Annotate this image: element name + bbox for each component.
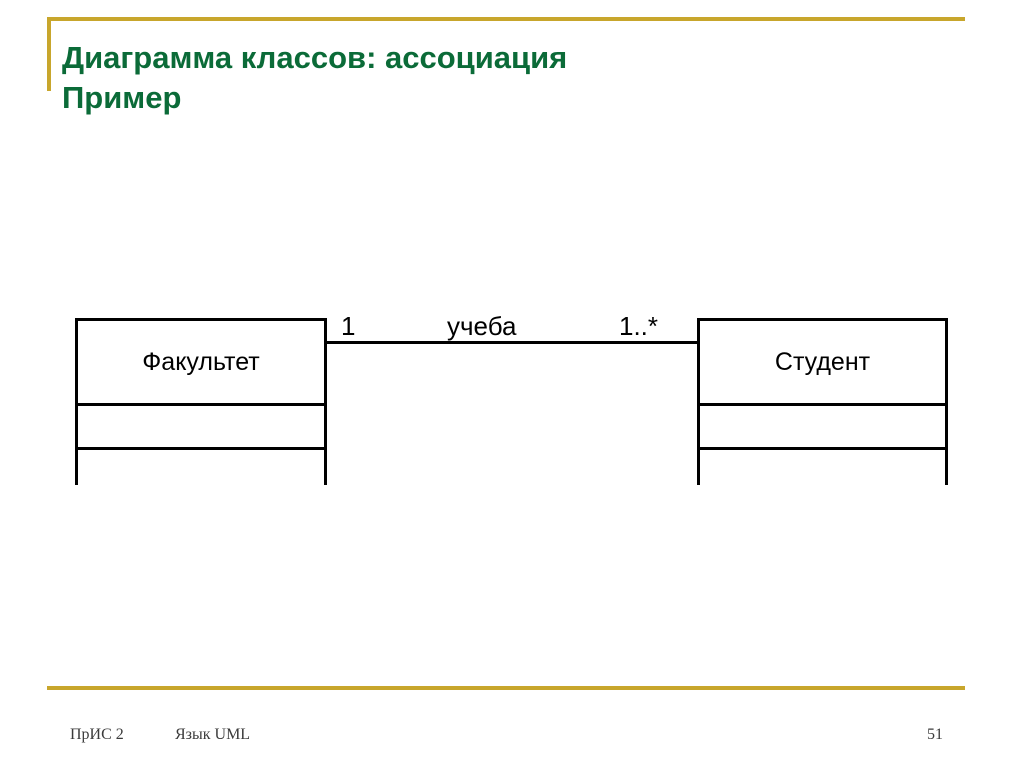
left-accent-rule bbox=[47, 17, 51, 91]
page-title-line-1: Диаграмма классов: ассоциация bbox=[62, 40, 568, 75]
class-box-faculty: Факультет bbox=[75, 318, 327, 485]
association-line bbox=[327, 341, 697, 344]
class-operations-compartment bbox=[78, 450, 324, 485]
top-accent-rule bbox=[47, 17, 965, 21]
class-attributes-compartment bbox=[700, 406, 945, 450]
association-multiplicity-source: 1 bbox=[341, 311, 356, 341]
class-name-compartment: Факультет bbox=[78, 321, 324, 406]
class-attributes-compartment bbox=[78, 406, 324, 450]
class-name-label: Факультет bbox=[142, 347, 260, 376]
class-operations-compartment bbox=[700, 450, 945, 485]
page-title-line-2: Пример bbox=[62, 80, 182, 115]
class-box-student: Студент bbox=[697, 318, 948, 485]
association-multiplicity-target: 1..* bbox=[619, 311, 659, 341]
slide-number: 51 bbox=[927, 726, 943, 743]
slide-footer: ПрИС 2 Язык UML 51 bbox=[0, 726, 1024, 756]
bottom-accent-rule bbox=[47, 686, 965, 690]
footer-topic-label: Язык UML bbox=[175, 726, 251, 743]
footer-course-label: ПрИС 2 bbox=[70, 726, 124, 743]
class-name-label: Студент bbox=[774, 347, 871, 376]
association-name-label: учеба bbox=[447, 311, 517, 341]
page-title: Диаграмма классов: ассоциация Пример bbox=[62, 38, 942, 118]
class-name-compartment: Студент bbox=[700, 321, 945, 406]
